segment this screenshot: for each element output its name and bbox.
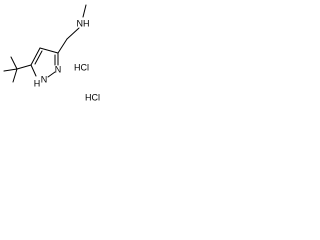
bond-c5-c4-double bbox=[34, 50, 43, 65]
bond-tbutyl-methyl-lower bbox=[12, 68, 18, 83]
salt-label-hcl-1: HCl bbox=[74, 62, 89, 72]
structure-diagram: NH N H N HCl HCl bbox=[3, 4, 100, 102]
bond-n1-c5 bbox=[30, 64, 37, 77]
bond-ch2-nh bbox=[66, 27, 80, 40]
bond-c4-c3 bbox=[39, 47, 59, 54]
bond-n2-n1 bbox=[47, 71, 56, 78]
atom-label-amine: NH bbox=[77, 18, 90, 28]
bond-tbutyl-methyl-left bbox=[3, 68, 18, 72]
bond-c5-c4 bbox=[30, 47, 41, 66]
bond-nh-methyl bbox=[82, 4, 87, 18]
bond-tbutyl-methyl-upper bbox=[10, 56, 18, 70]
atom-label-ring-n1-h: H bbox=[34, 78, 41, 88]
bond-c3-ch2 bbox=[57, 38, 68, 54]
atom-label-ring-n1-n: N bbox=[41, 74, 48, 84]
bond-tbutyl-to-ring bbox=[16, 64, 32, 70]
salt-label-hcl-2: HCl bbox=[85, 92, 100, 102]
atom-label-ring-n2: N bbox=[55, 64, 62, 74]
